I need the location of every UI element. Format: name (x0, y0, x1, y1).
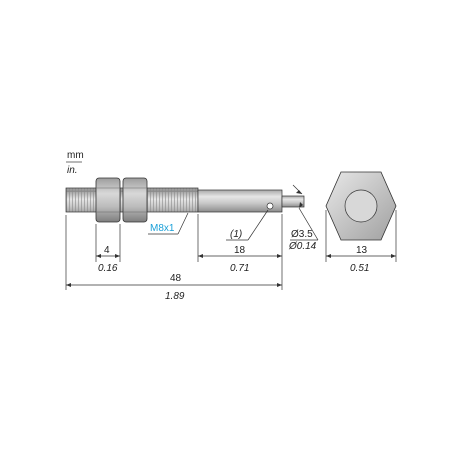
dim-hex-in: 0.51 (350, 263, 369, 274)
thread-label: M8x1 (150, 223, 175, 234)
dim-arrow-hex-right (391, 254, 396, 258)
hex-nut-left (95, 177, 121, 223)
dim-overall-in: 1.89 (165, 291, 185, 302)
dim-arrow-body-left (198, 254, 203, 258)
cable-leader-top (298, 207, 319, 241)
dim-arrow-hex-left (326, 254, 331, 258)
dim-body-mm: 18 (234, 245, 246, 256)
dim-arrow-nut-right (115, 254, 120, 258)
unit-secondary: in. (67, 165, 78, 176)
note-marker: (1) (230, 229, 242, 240)
dim-nut-mm: 4 (104, 245, 110, 256)
dim-cable-in: Ø0.14 (288, 241, 317, 252)
dim-cable-mm: Ø3.5 (291, 229, 313, 240)
unit-primary: mm (67, 150, 84, 161)
dim-nut-in: 0.16 (98, 263, 118, 274)
note-leader (247, 209, 269, 241)
dim-overall-mm: 48 (170, 273, 182, 284)
dim-hex-mm: 13 (356, 245, 368, 256)
led-indicator (266, 202, 274, 210)
dim-arrow-overall-right (277, 283, 282, 287)
cable-arrow-bottom (299, 202, 303, 208)
cable-arrow-top (296, 190, 302, 194)
dim-arrow-body-right (277, 254, 282, 258)
hex-nut-right (122, 177, 148, 223)
dim-body-in: 0.71 (230, 263, 249, 274)
dim-arrow-overall-left (66, 283, 71, 287)
cable (281, 195, 305, 208)
dim-arrow-nut-left (96, 254, 101, 258)
thread-leader (177, 212, 189, 235)
hex-nut-end-view-bore (344, 189, 378, 223)
